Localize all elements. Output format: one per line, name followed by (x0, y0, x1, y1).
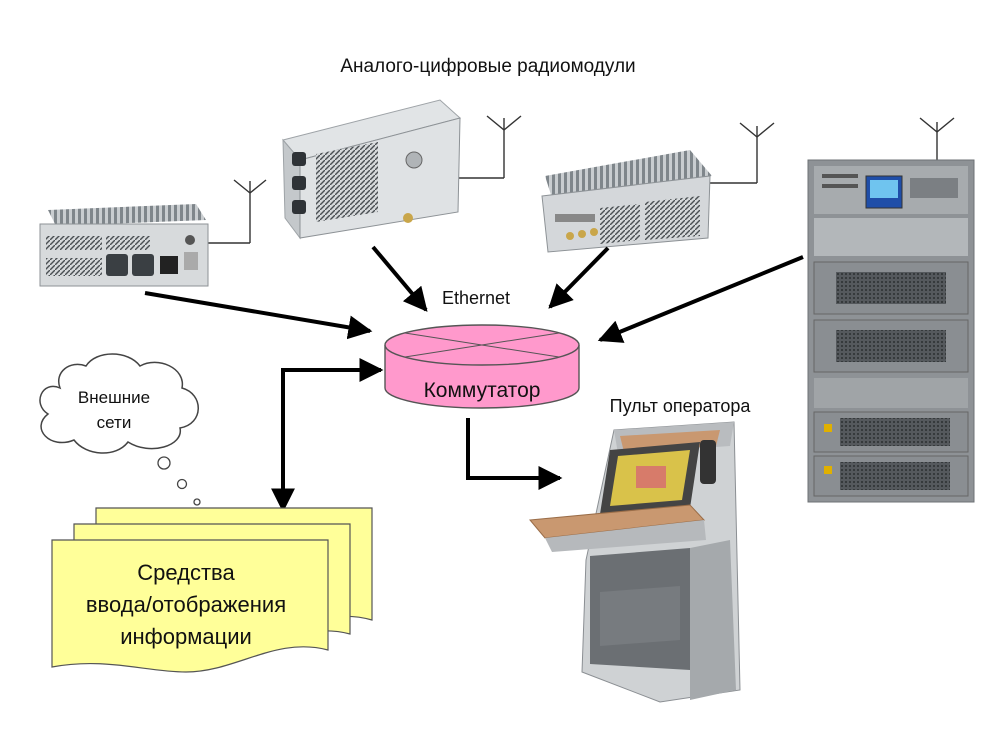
antenna-icon (456, 115, 522, 179)
operator-console (529, 421, 741, 703)
radio-module-2 (282, 99, 522, 240)
external-networks-line1: Внешние (78, 388, 150, 407)
diagram-title: Аналого-цифровые радиомодули (340, 56, 635, 77)
switch-label: Коммутатор (424, 379, 541, 402)
antenna-icon (710, 122, 775, 184)
operator-console-label: Пульт оператора (610, 396, 752, 416)
switch-cylinder: Коммутатор (384, 324, 580, 409)
arrow-module2-to-switch (371, 245, 428, 312)
radio-module-1 (39, 179, 267, 287)
antenna-icon (919, 117, 955, 162)
arrow-switch-to-io-means (271, 358, 384, 513)
external-networks-line2: сети (97, 413, 132, 432)
thought-bubble (176, 478, 188, 490)
thought-bubble (193, 498, 201, 506)
external-networks-cloud: Внешние сети (39, 353, 201, 506)
connection-arrows (144, 245, 804, 513)
radio-module-3 (541, 122, 775, 253)
thought-bubble (157, 456, 171, 470)
arrow-rack-to-switch (597, 255, 804, 343)
io-means-documents: Средства ввода/отображения информации (51, 507, 373, 673)
io-means-line2: ввода/отображения (86, 592, 286, 617)
arrow-module3-to-switch (548, 246, 610, 309)
arrow-module1-to-switch (144, 291, 373, 340)
io-means-line3: информации (120, 624, 252, 649)
rack-cabinet (807, 117, 975, 503)
ethernet-label: Ethernet (442, 288, 510, 308)
arrow-switch-to-console (466, 418, 563, 490)
antenna-icon (206, 179, 267, 244)
io-means-line1: Средства (137, 560, 235, 585)
